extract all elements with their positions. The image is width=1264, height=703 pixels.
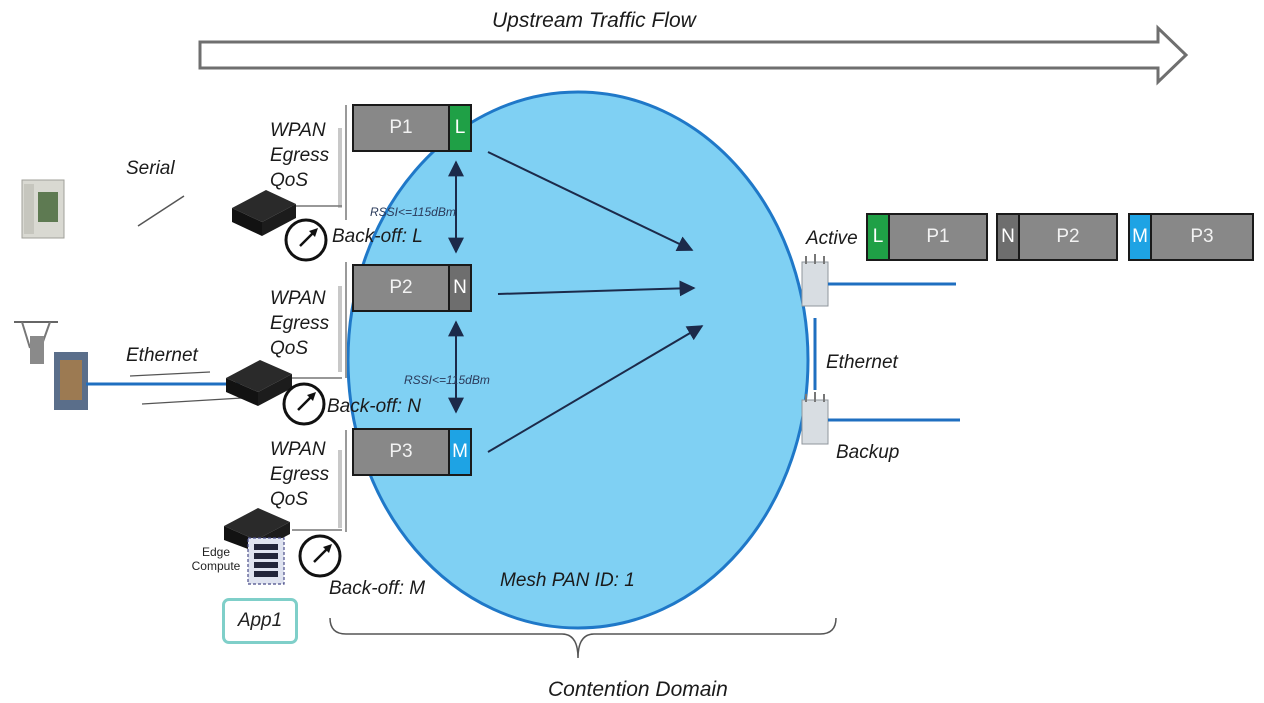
packet-p1: P1 L bbox=[352, 104, 472, 152]
queue-packet-p2-tag: N bbox=[998, 215, 1020, 259]
backup-label: Backup bbox=[836, 442, 900, 463]
gauge-icon-1 bbox=[284, 218, 328, 262]
mesh-pan-ellipse bbox=[346, 90, 810, 630]
rssi-label-1: RSSI<=115dBm bbox=[370, 205, 456, 219]
cabinet-device-image bbox=[21, 179, 65, 239]
edge-compute-line-2: Compute bbox=[191, 559, 241, 573]
active-label: Active bbox=[806, 228, 858, 249]
app1-box[interactable]: App1 bbox=[222, 598, 298, 644]
qos-line-qos: QoS bbox=[270, 170, 309, 191]
router-2 bbox=[226, 360, 292, 406]
edge-compute-label: Edge Compute bbox=[186, 545, 246, 573]
queue-packet-p2: N P2 bbox=[996, 213, 1118, 261]
ethernet-right-label: Ethernet bbox=[826, 352, 898, 373]
antenna-3 bbox=[338, 430, 347, 532]
qos-line-qos: QoS bbox=[270, 489, 309, 510]
pole-device-image bbox=[14, 321, 88, 410]
serial-link bbox=[137, 195, 185, 227]
edge-compute-image bbox=[247, 537, 285, 585]
queue-packet-p3: M P3 bbox=[1128, 213, 1254, 261]
flow-arrow-p2 bbox=[497, 280, 696, 297]
mesh-pan-label: Mesh PAN ID: 1 bbox=[500, 570, 635, 591]
packet-p1-tag: L bbox=[448, 106, 470, 150]
upstream-arrow bbox=[198, 24, 1189, 86]
qos-line-wpan: WPAN bbox=[270, 439, 326, 460]
packet-p1-label: P1 bbox=[389, 117, 413, 138]
backoff-label-l: Back-off: L bbox=[332, 226, 423, 247]
active-router-image bbox=[801, 254, 829, 307]
contention-domain-label: Contention Domain bbox=[548, 678, 728, 701]
qos-line-egress: Egress bbox=[270, 145, 330, 166]
packet-p3: P3 M bbox=[352, 428, 472, 476]
rssi-label-2: RSSI<=115dBm bbox=[404, 373, 490, 387]
queue-packet-p1: L P1 bbox=[866, 213, 988, 261]
queue-packet-p3-tag: M bbox=[1130, 215, 1152, 259]
qos-label-1: WPAN Egress QoS bbox=[270, 118, 329, 193]
qos-line-qos: QoS bbox=[270, 338, 309, 359]
flow-arrow-p1 bbox=[487, 151, 694, 251]
packet-p3-tag: M bbox=[448, 430, 470, 474]
queue-packet-p1-tag: L bbox=[868, 215, 890, 259]
packet-p2-tag: N bbox=[448, 266, 470, 310]
queue-packet-p1-label: P1 bbox=[926, 226, 950, 247]
ethernet-left-line-3 bbox=[129, 371, 211, 377]
packet-p2-label: P2 bbox=[389, 277, 413, 298]
gauge-icon-2 bbox=[282, 382, 326, 426]
backoff-label-n: Back-off: N bbox=[327, 396, 421, 417]
backup-router-image bbox=[801, 392, 829, 445]
qos-label-3: WPAN Egress QoS bbox=[270, 437, 329, 512]
packet-p2: P2 N bbox=[352, 264, 472, 312]
router-1 bbox=[232, 190, 296, 236]
ethernet-left-label: Ethernet bbox=[126, 345, 198, 366]
serial-label: Serial bbox=[126, 158, 175, 179]
app1-label: App1 bbox=[237, 610, 283, 631]
queue-packet-p2-label: P2 bbox=[1056, 226, 1080, 247]
qos-line-egress: Egress bbox=[270, 464, 330, 485]
qos-line-egress: Egress bbox=[270, 313, 330, 334]
antenna-1 bbox=[338, 105, 347, 220]
flow-arrow-p3 bbox=[487, 325, 704, 453]
packet-p3-label: P3 bbox=[389, 441, 413, 462]
upstream-traffic-title: Upstream Traffic Flow bbox=[492, 9, 696, 32]
qos-line-wpan: WPAN bbox=[270, 288, 326, 309]
ethernet-left-line-2 bbox=[141, 397, 243, 405]
backoff-label-m: Back-off: M bbox=[329, 578, 426, 599]
edge-compute-line-1: Edge bbox=[201, 545, 231, 559]
gauge-icon-3 bbox=[298, 534, 342, 578]
qos-label-2: WPAN Egress QoS bbox=[270, 286, 329, 361]
queue-packet-p3-label: P3 bbox=[1190, 226, 1214, 247]
contention-bracket bbox=[329, 617, 837, 659]
antenna-2 bbox=[338, 262, 347, 378]
qos-line-wpan: WPAN bbox=[270, 120, 326, 141]
